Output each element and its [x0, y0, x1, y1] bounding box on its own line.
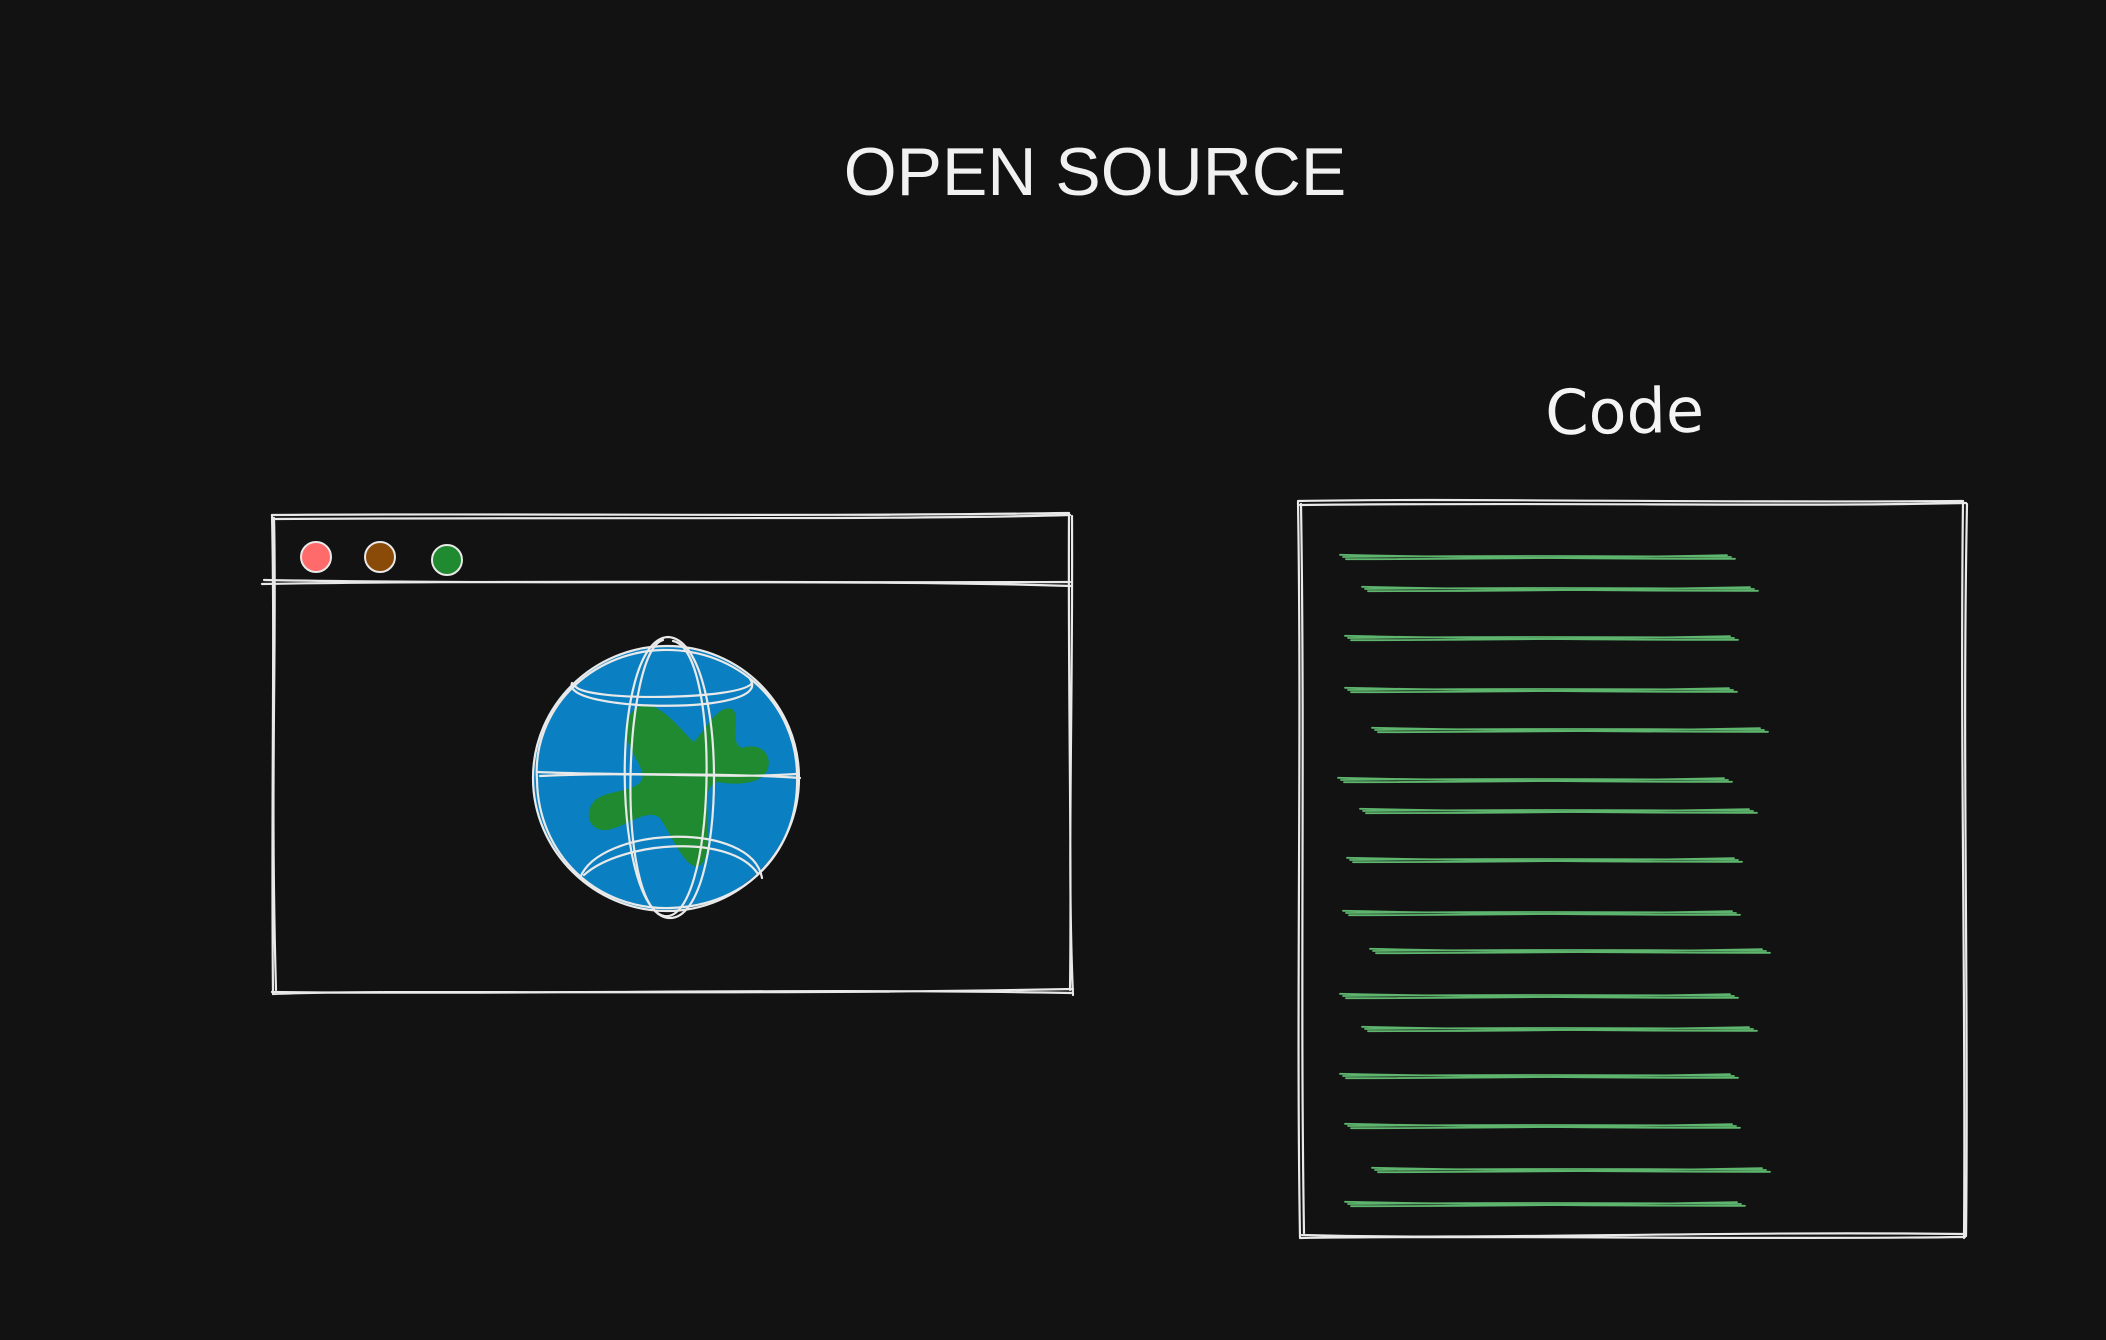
code-line [1344, 1122, 1741, 1130]
code-line [1344, 686, 1738, 694]
window-dot-red[interactable] [300, 541, 332, 573]
code-line [1342, 909, 1741, 917]
code-line [1337, 776, 1733, 784]
code-line [1339, 992, 1739, 1000]
code-panel-frame [1296, 498, 1969, 1240]
globe-land [588, 705, 769, 867]
outer-frame [15, 17, 2095, 1322]
code-line [1369, 947, 1771, 955]
code-line [1371, 726, 1769, 734]
code-line [1339, 1072, 1739, 1080]
code-line [1359, 807, 1758, 815]
code-line [1361, 585, 1759, 593]
diagram-title: OPEN SOURCE [844, 134, 1347, 210]
browser-window [260, 511, 1075, 997]
code-line [1346, 856, 1743, 864]
code-line [1344, 634, 1739, 642]
code-line [1361, 1025, 1758, 1033]
window-dot-brown[interactable] [364, 541, 396, 573]
code-line [1339, 553, 1736, 561]
code-label: Code [1545, 374, 1705, 450]
code-line [1344, 1200, 1746, 1208]
code-section: Code [1296, 374, 1969, 1240]
code-lines [1337, 553, 1771, 1208]
browser-window-frame [260, 511, 1075, 997]
globe-icon [531, 635, 802, 920]
code-line [1371, 1166, 1771, 1174]
window-dot-green[interactable] [431, 544, 463, 576]
